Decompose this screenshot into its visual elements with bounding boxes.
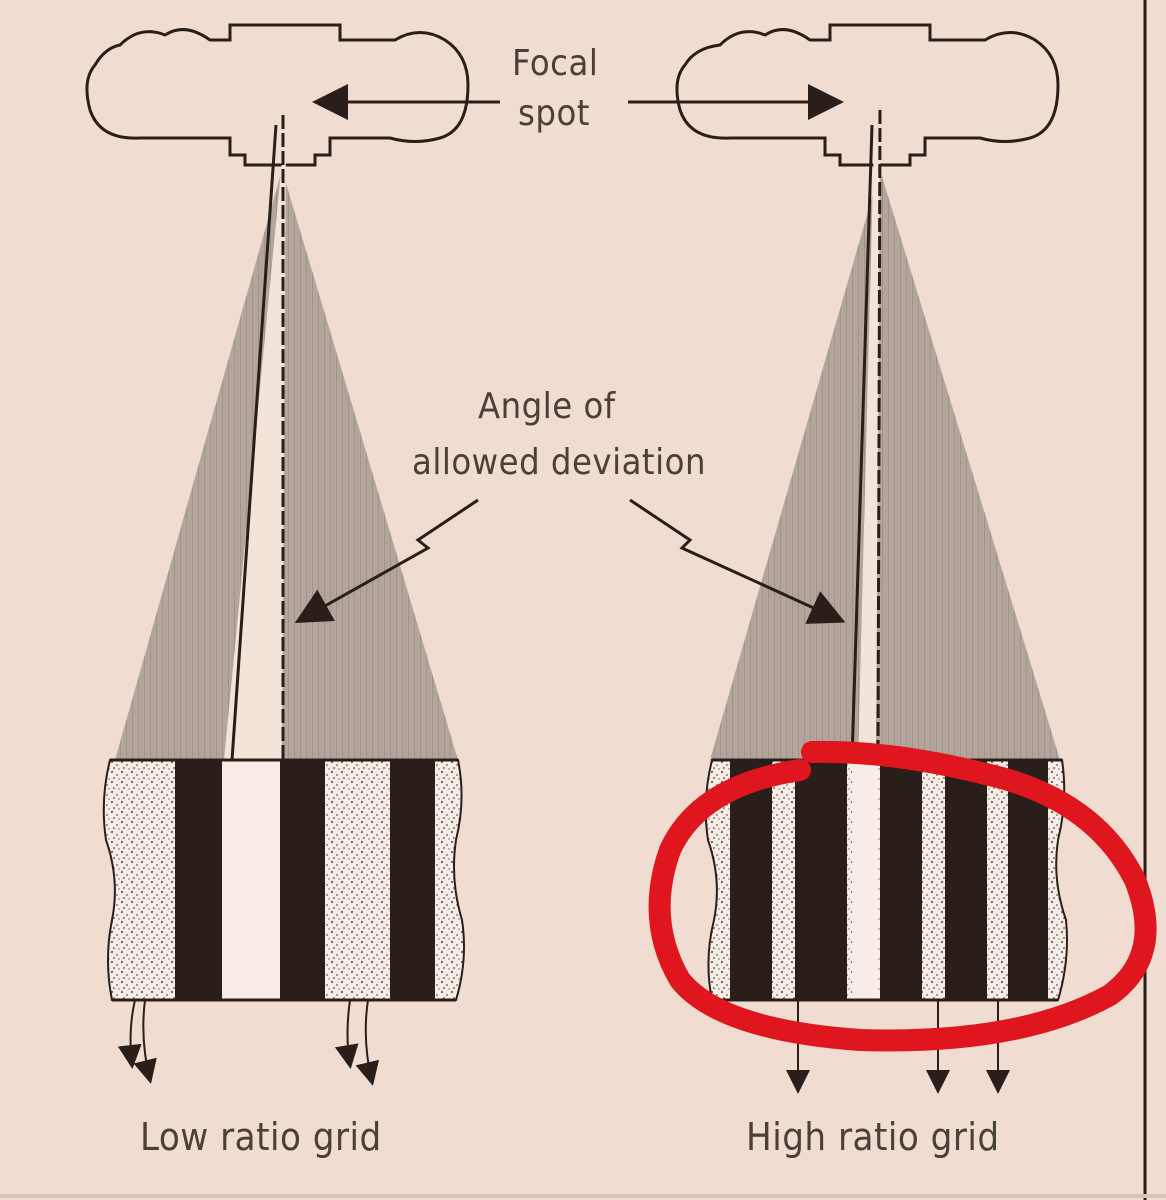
right-grid-strip-2 (795, 760, 847, 1000)
low-ratio-grid-label: Low ratio grid (140, 1115, 382, 1159)
angle-arrow-right (629, 498, 846, 624)
focal-label-line2: spot (518, 93, 590, 134)
right-deviation-line-a (850, 124, 874, 761)
low-ratio-assembly (85, 23, 470, 1086)
left-deviation-line-a (230, 124, 278, 761)
left-exit-arrow-2 (133, 999, 157, 1084)
right-tube-housing (675, 23, 1060, 167)
angle-label-line2: allowed deviation (412, 442, 706, 483)
left-exit-arrow-4 (355, 999, 380, 1086)
right-beam-center-gap (858, 140, 880, 760)
right-deviation-line-b (876, 109, 882, 761)
left-beam-cone (115, 170, 458, 760)
right-grid-strip-4 (945, 760, 987, 1000)
left-beam-center-gap (224, 140, 286, 760)
high-ratio-grid (704, 758, 1068, 1002)
angle-arrow-left (294, 498, 479, 623)
left-grid-strip-4 (390, 760, 435, 1000)
right-grid-gap (852, 760, 878, 1000)
focal-label-line1: Focal (512, 43, 598, 84)
left-grid-strip-3 (280, 760, 325, 1000)
left-grid-gap-edge (222, 760, 240, 1000)
right-beam-cone (710, 170, 1060, 760)
left-exit-arrow-1 (117, 999, 142, 1069)
left-tube-housing (85, 23, 470, 167)
right-grid-strip-3 (880, 760, 922, 1000)
angle-label-line1: Angle of (478, 386, 617, 427)
left-grid-strip-1 (175, 760, 213, 1000)
left-exit-arrow-3 (334, 999, 359, 1069)
highlight-circle (648, 740, 1157, 1052)
high-ratio-grid-label: High ratio grid (746, 1115, 1000, 1159)
low-ratio-grid (102, 758, 465, 1002)
right-grid-strip-1 (730, 760, 772, 1000)
high-ratio-assembly (675, 23, 1068, 1094)
